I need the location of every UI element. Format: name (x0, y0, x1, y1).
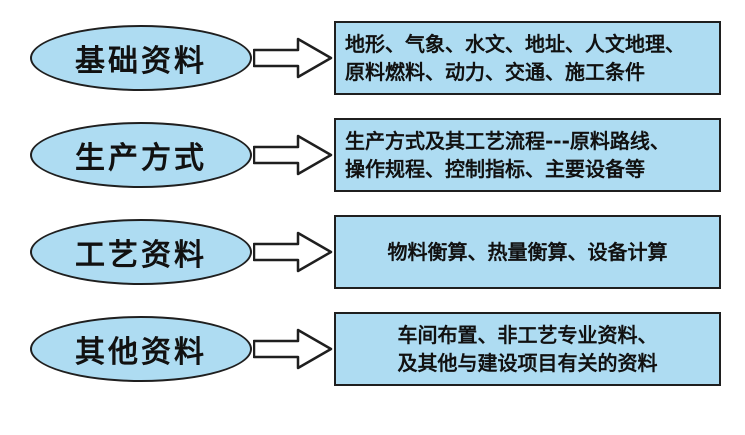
right-arrow-icon (253, 328, 333, 370)
info-box-basic-data: 地形、气象、水文、地址、人文地理、 原料燃料、动力、交通、施工条件 (334, 21, 721, 95)
info-box-process-data: 物料衡算、热量衡算、设备计算 (334, 215, 721, 289)
ellipse-node-basic-data: 基础资料 (30, 25, 252, 91)
box-line: 原料燃料、动力、交通、施工条件 (345, 60, 645, 84)
flow-row-process-data: 工艺资料 物料衡算、热量衡算、设备计算 (30, 215, 745, 289)
flow-row-basic-data: 基础资料 地形、气象、水文、地址、人文地理、 原料燃料、动力、交通、施工条件 (30, 21, 745, 95)
right-arrow-icon (253, 231, 333, 273)
box-line: 操作规程、控制指标、主要设备等 (345, 157, 645, 181)
info-box-other-data: 车间布置、非工艺专业资料、 及其他与建设项目有关的资料 (334, 312, 721, 386)
ellipse-node-other-data: 其他资料 (30, 316, 252, 382)
ellipse-label: 基础资料 (75, 44, 207, 79)
box-line: 及其他与建设项目有关的资料 (397, 351, 658, 375)
info-box-production-mode: 生产方式及其工艺流程---原料路线、 操作规程、控制指标、主要设备等 (334, 118, 721, 192)
ellipse-label: 工艺资料 (75, 238, 207, 273)
ellipse-label: 生产方式 (75, 141, 207, 176)
flow-row-other-data: 其他资料 车间布置、非工艺专业资料、 及其他与建设项目有关的资料 (30, 312, 745, 386)
ellipse-node-production-mode: 生产方式 (30, 122, 252, 188)
box-line: 地形、气象、水文、地址、人文地理、 (345, 31, 685, 56)
right-arrow-icon (253, 134, 333, 176)
ellipse-label: 其他资料 (75, 335, 207, 370)
right-arrow-icon (253, 37, 333, 79)
box-line: 物料衡算、热量衡算、设备计算 (387, 239, 668, 264)
box-line: 生产方式及其工艺流程---原料路线、 (345, 128, 670, 153)
box-line: 车间布置、非工艺专业资料、 (397, 322, 658, 347)
flow-row-production-mode: 生产方式 生产方式及其工艺流程---原料路线、 操作规程、控制指标、主要设备等 (30, 118, 745, 192)
ellipse-node-process-data: 工艺资料 (30, 219, 252, 285)
